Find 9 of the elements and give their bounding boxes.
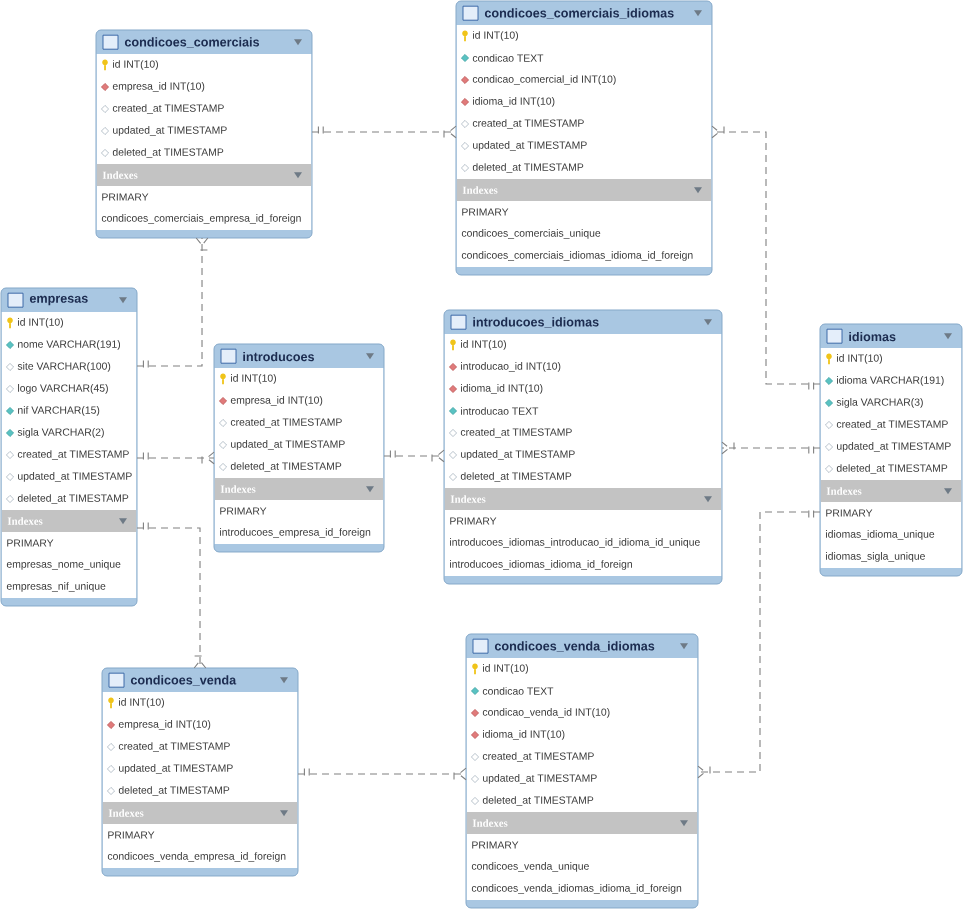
relationship-line <box>136 237 209 372</box>
relationship-line <box>136 522 207 669</box>
relationship-line <box>136 451 215 465</box>
relationship-line <box>383 449 445 463</box>
relationship-line <box>297 767 467 781</box>
relationship-line <box>721 441 821 455</box>
relationship-line <box>711 125 821 390</box>
relationship-line <box>697 506 821 779</box>
relationship-line <box>311 125 457 139</box>
